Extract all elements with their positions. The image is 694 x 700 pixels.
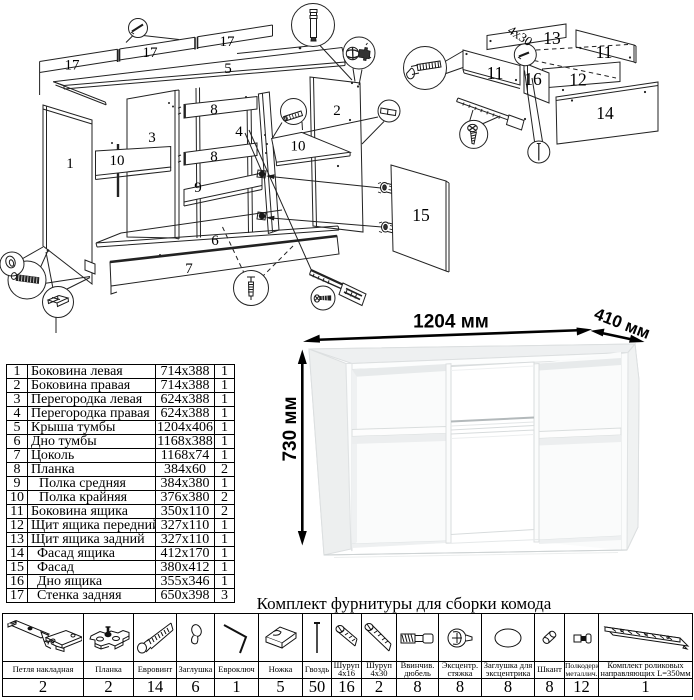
svg-text:2: 2 — [333, 103, 341, 119]
svg-text:12: 12 — [569, 70, 587, 90]
svg-text:17: 17 — [220, 34, 236, 50]
svg-text:11: 11 — [487, 63, 504, 83]
svg-text:7: 7 — [185, 261, 193, 277]
svg-text:4: 4 — [235, 124, 243, 140]
svg-text:14: 14 — [596, 103, 614, 123]
svg-text:1204 мм: 1204 мм — [413, 312, 489, 333]
svg-text:8: 8 — [210, 149, 218, 165]
svg-text:17: 17 — [65, 58, 81, 74]
svg-text:3: 3 — [148, 130, 156, 146]
svg-text:10: 10 — [110, 153, 125, 169]
svg-text:8: 8 — [210, 102, 218, 118]
svg-text:16: 16 — [524, 69, 542, 89]
svg-text:13: 13 — [543, 28, 561, 48]
svg-text:17: 17 — [143, 45, 159, 61]
svg-text:6: 6 — [211, 233, 219, 249]
svg-text:9: 9 — [194, 180, 202, 196]
svg-text:15: 15 — [412, 205, 430, 225]
svg-text:1: 1 — [66, 156, 74, 172]
svg-text:5: 5 — [224, 61, 232, 77]
svg-text:11: 11 — [596, 42, 613, 62]
svg-text:10: 10 — [291, 139, 306, 155]
svg-text:730 мм: 730 мм — [280, 396, 301, 461]
